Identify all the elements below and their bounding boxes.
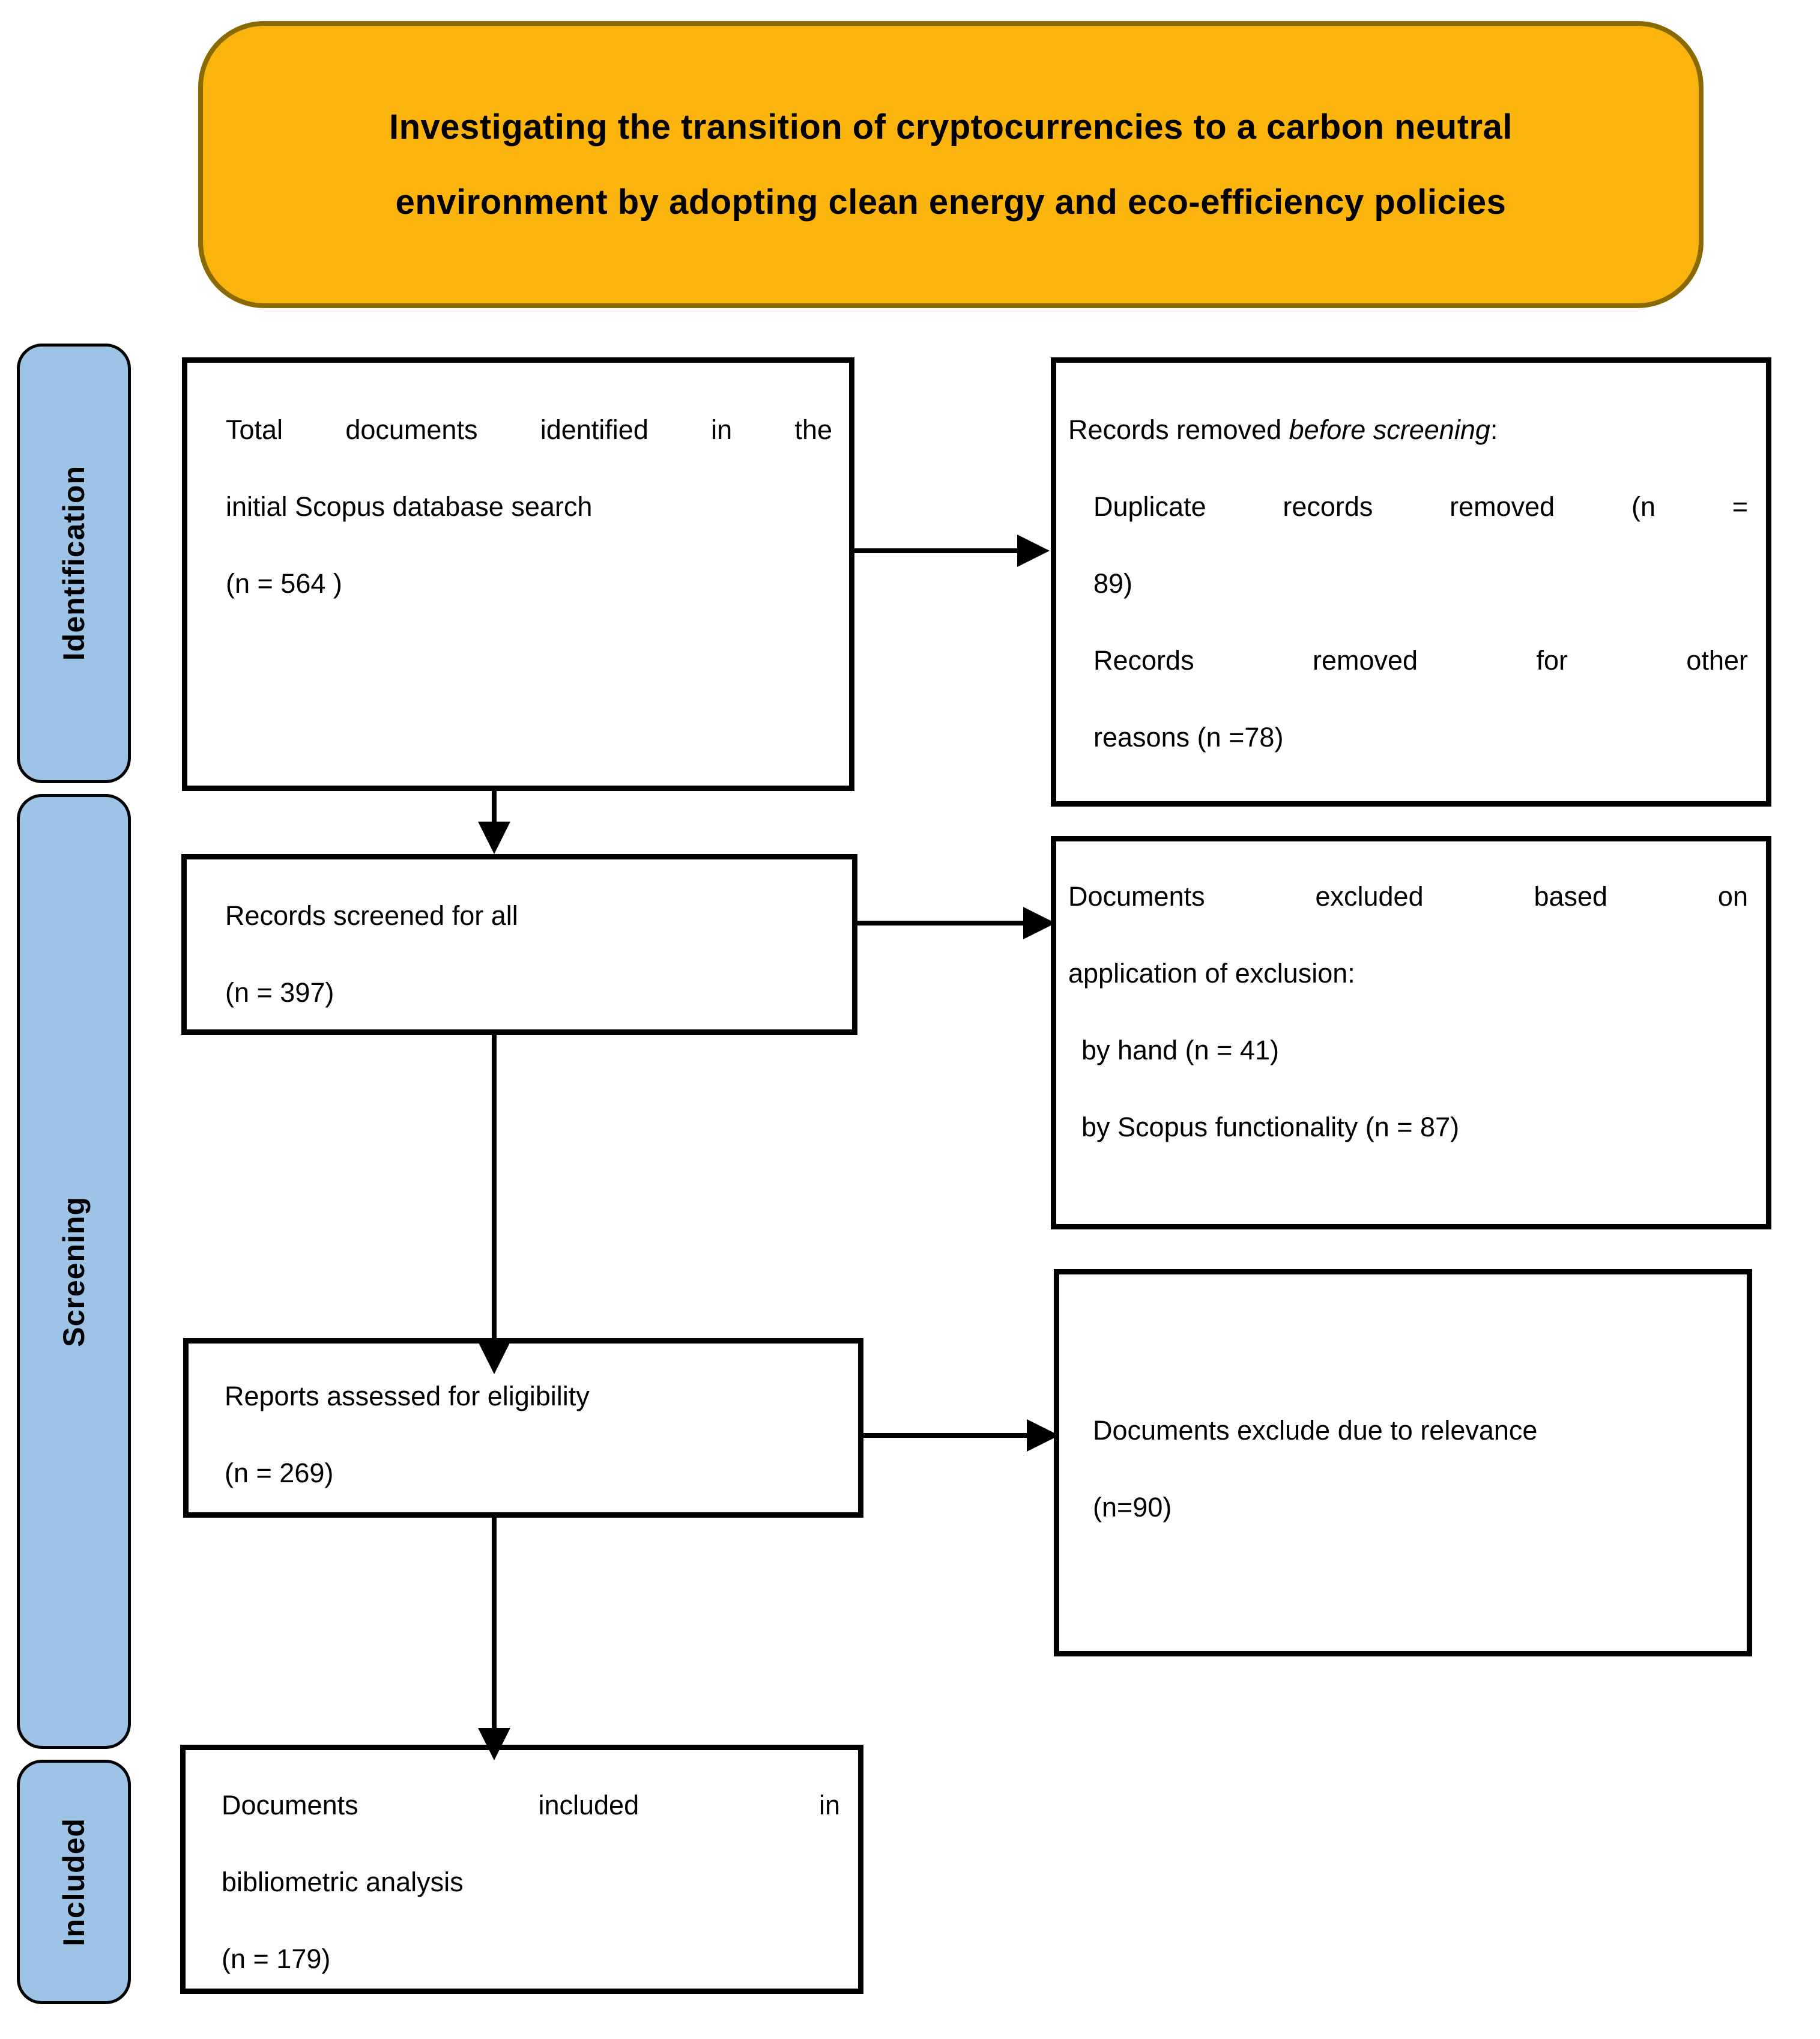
box-line: (n=90) (1093, 1492, 1172, 1522)
box-line: Duplicate records removed (n = (1093, 491, 1748, 522)
box-line: Records removed for other (1093, 645, 1748, 676)
box-line: reasons (n =78) (1093, 722, 1284, 753)
box-line-italic-text: before screening (1289, 414, 1490, 445)
title-line-2: environment by adopting clean energy and… (395, 183, 1507, 222)
box-line: Reports assessed for eligibility (225, 1381, 590, 1411)
box-line: (n = 564 ) (226, 568, 342, 599)
stage-label-included: Included (17, 1760, 131, 2004)
arrow-assessed-to-relevance-line (862, 1433, 1028, 1438)
box-line: 89) (1093, 568, 1133, 599)
arrow-identified-to-removed-line (853, 548, 1018, 553)
box-line: Documents excluded based on (1068, 881, 1748, 912)
arrow-down-icon (478, 822, 510, 854)
box-line: Total documents identified in the (226, 414, 832, 445)
box-line: initial Scopus database search (226, 491, 593, 522)
box-line: Documents exclude due to relevance (1093, 1415, 1538, 1446)
box-line: bibliometric analysis (222, 1867, 464, 1897)
arrow-right-icon (1027, 1419, 1059, 1452)
arrow-screened-to-assessed-line (492, 1032, 497, 1344)
stage-label-identification: Identification (17, 344, 131, 783)
arrow-right-icon (1023, 907, 1056, 939)
box-line: application of exclusion: (1068, 958, 1355, 989)
box-line: Records removed before screening: (1068, 392, 1748, 468)
stage-label-screening-text: Screening (57, 1196, 91, 1347)
box-line: by Scopus functionality (n = 87) (1081, 1112, 1460, 1142)
box-line: (n = 269) (225, 1458, 334, 1488)
box-documents-identified: Total documents identified in the initia… (182, 357, 854, 791)
box-line-text: Records removed (1068, 414, 1289, 445)
arrow-identified-to-screened-line (492, 789, 497, 823)
box-records-screened: Records screened for all (n = 397) (181, 854, 857, 1035)
title-line-1: Investigating the transition of cryptocu… (389, 108, 1513, 147)
box-documents-included: Documents included in bibliometric analy… (180, 1745, 863, 1994)
stage-label-identification-text: Identification (57, 465, 91, 661)
box-line-text: : (1490, 414, 1498, 445)
arrow-down-icon (478, 1728, 510, 1760)
box-line: (n = 179) (222, 1944, 331, 1974)
box-documents-excluded-relevance: Documents exclude due to relevance (n=90… (1054, 1269, 1752, 1656)
title-banner: Investigating the transition of cryptocu… (198, 21, 1704, 308)
arrow-down-icon (478, 1342, 510, 1374)
stage-label-screening: Screening (17, 794, 131, 1749)
arrow-assessed-to-included-line (492, 1515, 497, 1730)
arrow-right-icon (1017, 535, 1050, 567)
box-line: Records screened for all (225, 900, 518, 931)
box-line: (n = 397) (225, 977, 334, 1008)
arrow-screened-to-excluded-line (855, 921, 1024, 926)
box-reports-assessed: Reports assessed for eligibility (n = 26… (183, 1338, 863, 1518)
box-documents-excluded-application: Documents excluded based on application … (1051, 836, 1771, 1229)
box-line: Documents included in (222, 1790, 840, 1820)
box-line: by hand (n = 41) (1081, 1035, 1279, 1065)
stage-label-included-text: Included (57, 1817, 91, 1947)
box-records-removed-before-screening: Records removed before screening: Duplic… (1051, 357, 1771, 807)
